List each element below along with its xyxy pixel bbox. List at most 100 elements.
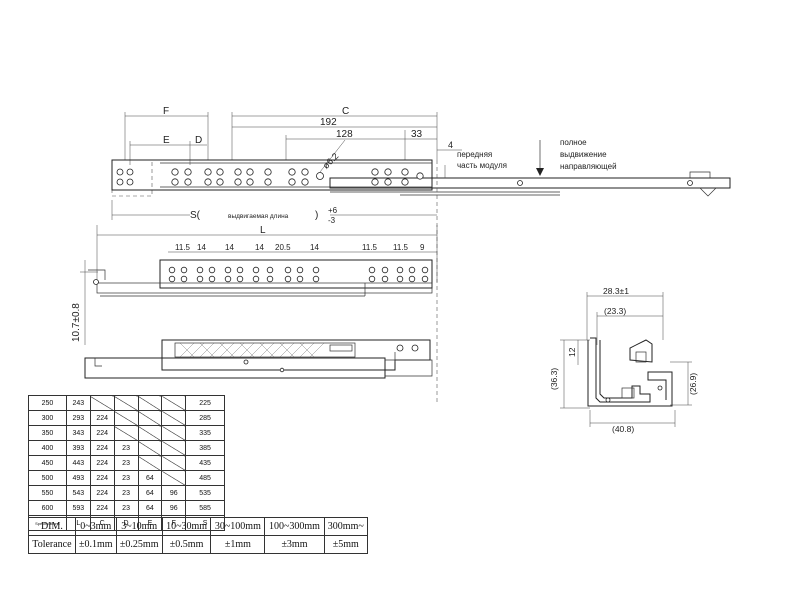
spec-value-cell: 23 xyxy=(113,470,139,486)
spec-size-cell: 600 xyxy=(28,500,67,516)
tol-value: ±3mm xyxy=(264,535,325,554)
spec-value-cell: 543 xyxy=(65,485,91,501)
spec-size-cell: 250 xyxy=(28,395,67,411)
spec-value-cell: 96 xyxy=(161,485,187,501)
dim-label-E: E xyxy=(163,135,170,146)
spec-value-cell: 224 xyxy=(89,455,115,471)
spec-value-cell xyxy=(161,425,187,441)
svg-text:14: 14 xyxy=(197,243,206,252)
spec-value-cell: 225 xyxy=(185,395,225,411)
rail-holes-side xyxy=(168,266,429,283)
spec-size-cell: 500 xyxy=(28,470,67,486)
svg-text:11.5: 11.5 xyxy=(362,243,378,252)
s-dim-suffix: ) xyxy=(315,210,318,221)
spec-value-cell: 64 xyxy=(137,470,163,486)
spec-value-cell: 224 xyxy=(89,440,115,456)
hole-diameter-label: ø6.2 xyxy=(321,151,341,171)
spec-value-cell: 64 xyxy=(137,485,163,501)
tol-header-dim: DIM. xyxy=(28,517,76,536)
top-view: F C 192 128 33 4 E D ø6.2 xyxy=(111,106,731,225)
spec-value-cell: 224 xyxy=(89,470,115,486)
s-dim-prefix: S( xyxy=(190,210,201,221)
spec-value-cell: 435 xyxy=(185,455,225,471)
spec-value-cell: 23 xyxy=(113,485,139,501)
spec-value-cell: 393 xyxy=(65,440,91,456)
svg-text:14: 14 xyxy=(310,243,319,252)
spec-value-cell xyxy=(113,425,139,441)
section-top-width: 28.3±1 xyxy=(603,286,629,296)
tolerance-value-row: Tolerance ±0.1mm ±0.25mm ±0.5mm ±1mm ±3m… xyxy=(28,535,369,554)
spec-value-cell: 485 xyxy=(185,470,225,486)
note-front-part: передняя часть модуля xyxy=(457,150,507,170)
spec-value-cell xyxy=(137,440,163,456)
bottom-view xyxy=(84,339,433,379)
spec-value-cell: 23 xyxy=(113,440,139,456)
dim-label-D: D xyxy=(195,135,202,146)
tol-header-range: 10~30mm xyxy=(161,517,212,536)
spec-value-cell xyxy=(137,455,163,471)
spec-value-cell xyxy=(113,410,139,426)
spec-value-cell: 335 xyxy=(185,425,225,441)
tol-value: ±0.5mm xyxy=(161,535,212,554)
side-view: L 11.5 14 14 14 20.5 14 11.5 11.5 9 10.7… xyxy=(71,225,438,345)
spec-value-cell: 224 xyxy=(89,485,115,501)
spec-size-cell: 400 xyxy=(28,440,67,456)
spec-value-cell xyxy=(137,425,163,441)
spec-value-cell: 96 xyxy=(161,500,187,516)
tol-value: ±1mm xyxy=(210,535,266,554)
dim-label-4: 4 xyxy=(448,140,453,150)
spec-value-cell: 224 xyxy=(89,500,115,516)
section-left-height: (36.3) xyxy=(549,368,559,390)
spec-value-cell: 285 xyxy=(185,410,225,426)
dim-label-128: 128 xyxy=(336,129,353,140)
s-dim-plus: +6 xyxy=(328,206,338,215)
spec-value-cell xyxy=(161,470,187,486)
svg-text:14: 14 xyxy=(255,243,264,252)
spec-size-cell: 550 xyxy=(28,485,67,501)
svg-text:20.5: 20.5 xyxy=(275,243,291,252)
dim-label-L: L xyxy=(260,225,266,236)
dim-label-F: F xyxy=(163,106,169,117)
tol-header-range: 100~300mm xyxy=(264,517,325,536)
tol-header-range: 300mm~ xyxy=(323,517,369,536)
tol-value: ±0.25mm xyxy=(115,535,163,554)
svg-text:11.5: 11.5 xyxy=(175,243,191,252)
spec-value-cell xyxy=(161,455,187,471)
tol-value: ±5mm xyxy=(323,535,369,554)
svg-text:11.5: 11.5 xyxy=(393,243,409,252)
spec-value-cell xyxy=(161,440,187,456)
spec-value-cell: 343 xyxy=(65,425,91,441)
tol-row-label: Tolerance xyxy=(28,535,76,554)
tol-header-range: 0~3mm xyxy=(74,517,117,536)
spec-value-cell xyxy=(137,410,163,426)
spec-value-cell: 224 xyxy=(89,410,115,426)
dim-label-C: C xyxy=(342,106,349,117)
spec-value-cell: 585 xyxy=(185,500,225,516)
spec-value-cell xyxy=(89,395,115,411)
spec-size-cell: 300 xyxy=(28,410,67,426)
spec-size-cell: 350 xyxy=(28,425,67,441)
section-bottom-width: (40.8) xyxy=(612,424,634,434)
spec-value-cell: 243 xyxy=(65,395,91,411)
spec-value-cell xyxy=(113,395,139,411)
dim-label-192: 192 xyxy=(320,117,337,128)
spec-value-cell: 293 xyxy=(65,410,91,426)
svg-text:9: 9 xyxy=(420,243,425,252)
section-small-height: 12 xyxy=(567,347,577,357)
spec-size-cell: 450 xyxy=(28,455,67,471)
spec-value-cell: 224 xyxy=(89,425,115,441)
spec-value-cell: 23 xyxy=(113,455,139,471)
tol-header-range: 30~100mm xyxy=(210,517,266,536)
spec-value-cell: 593 xyxy=(65,500,91,516)
tolerance-header-row: DIM. 0~3mm 3~10mm 10~30mm 30~100mm 100~3… xyxy=(28,517,369,536)
svg-text:14: 14 xyxy=(225,243,234,252)
spec-value-cell xyxy=(161,395,187,411)
spec-value-cell: 64 xyxy=(137,500,163,516)
